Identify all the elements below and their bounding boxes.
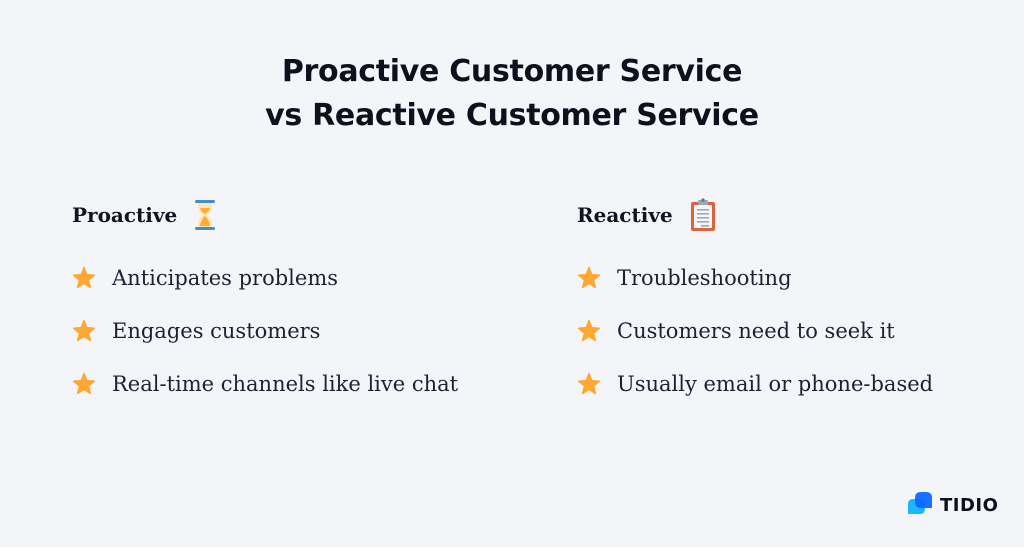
list-item-text: Customers need to seek it: [617, 318, 895, 343]
list-item: Real-time channels like live chat: [72, 357, 458, 410]
proactive-heading-label: Proactive: [72, 203, 178, 227]
list-item-text: Anticipates problems: [112, 265, 339, 290]
list-item: Engages customers: [72, 304, 458, 357]
proactive-list: Anticipates problems Engages customers R…: [72, 251, 458, 410]
reactive-heading-label: Reactive: [577, 203, 673, 227]
tidio-logo-icon: [906, 490, 934, 521]
reactive-heading: Reactive: [577, 195, 933, 235]
reactive-list: Troubleshooting Customers need to seek i…: [577, 251, 933, 410]
hourglass-icon: [193, 199, 217, 231]
reactive-column: Reactive Troubleshooting: [577, 195, 933, 410]
star-icon: [72, 372, 96, 396]
list-item: Customers need to seek it: [577, 304, 933, 357]
list-item: Usually email or phone-based: [577, 357, 933, 410]
clipboard-icon: [689, 198, 717, 232]
title-line-1: Proactive Customer Service: [281, 54, 743, 89]
proactive-heading: Proactive: [72, 195, 458, 235]
star-icon: [72, 319, 96, 343]
title-line-2: vs Reactive Customer Service: [265, 98, 759, 133]
star-icon: [577, 266, 601, 290]
proactive-column: Proactive Anticipates problems Engages c…: [72, 195, 458, 410]
list-item-text: Troubleshooting: [617, 265, 792, 290]
list-item: Anticipates problems: [72, 251, 458, 304]
list-item-text: Real-time channels like live chat: [112, 371, 459, 396]
star-icon: [577, 319, 601, 343]
list-item: Troubleshooting: [577, 251, 933, 304]
star-icon: [577, 372, 601, 396]
list-item-text: Usually email or phone-based: [617, 371, 934, 396]
page-title: Proactive Customer Service vs Reactive C…: [0, 50, 1024, 138]
tidio-logo: TIDIO: [906, 490, 998, 521]
brand-name: TIDIO: [940, 495, 999, 516]
list-item-text: Engages customers: [112, 318, 321, 343]
star-icon: [72, 266, 96, 290]
